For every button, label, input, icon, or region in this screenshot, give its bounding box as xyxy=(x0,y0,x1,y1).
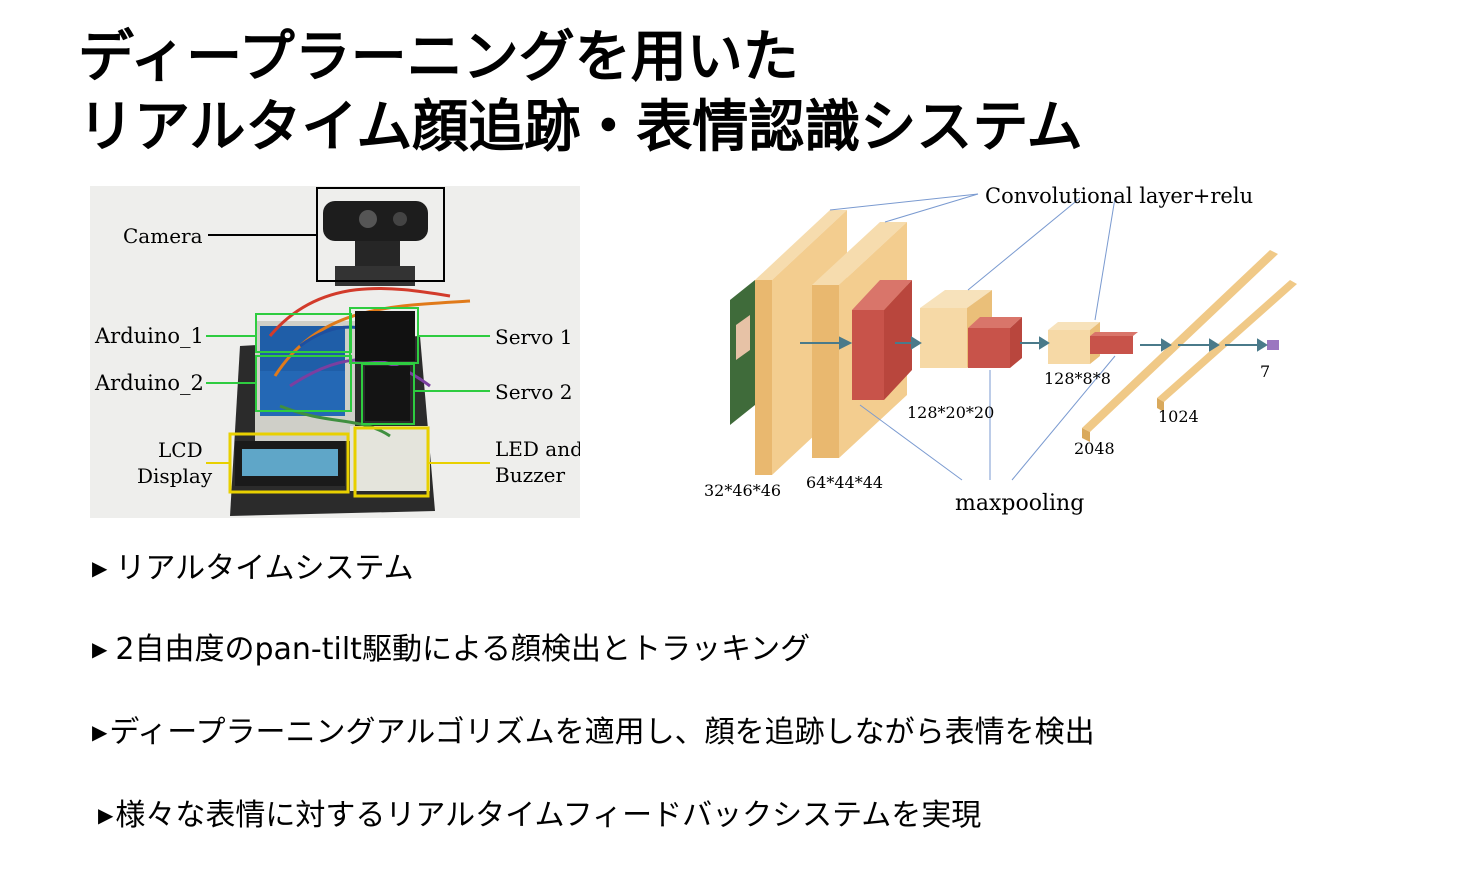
bullet-marker-icon: ▶ xyxy=(92,720,108,744)
fc-layer-1024 xyxy=(1157,280,1297,402)
label-servo2: Servo 2 xyxy=(495,380,573,404)
bullet-marker-icon: ▶ xyxy=(92,637,108,661)
dim-label-7: 7 xyxy=(1260,362,1270,381)
bullet-text-4: 様々な表情に対するリアルタイムフィードバックシステムを実現 xyxy=(115,798,982,833)
conv-block-3 xyxy=(920,308,967,368)
label-servo1: Servo 1 xyxy=(495,325,573,349)
dim-label-2: 64*44*44 xyxy=(806,473,883,492)
servo2-box xyxy=(361,363,415,425)
bullet-item-2: ▶ 2自由度のpan-tilt駆動による顔検出とトラッキング xyxy=(92,631,810,668)
bullet-item-4: ▶様々な表情に対するリアルタイムフィードバックシステムを実現 xyxy=(98,797,981,834)
label-camera: Camera xyxy=(123,224,203,248)
slide-title-line-2: リアルタイム顔追跡・表情認識システム xyxy=(78,95,1083,160)
label-arduino1: Arduino_1 xyxy=(94,324,204,348)
dim-label-3: 128*20*20 xyxy=(907,403,994,422)
servo-1 xyxy=(355,311,415,361)
conv-block-4 xyxy=(1048,330,1090,364)
conv-layer-label: Convolutional layer+relu xyxy=(985,184,1253,208)
slide-title-line-1: ディープラーニングを用いた xyxy=(78,25,799,90)
bullet-item-3: ▶ディープラーニングアルゴリズムを適用し、顔を追跡しながら表情を検出 xyxy=(92,714,1095,751)
label-lcd-line1: LCD xyxy=(158,438,203,462)
pool-block-3 xyxy=(1090,336,1133,354)
arduino-board-1 xyxy=(260,326,345,371)
bullet-text-1: リアルタイムシステム xyxy=(115,551,414,586)
dim-label-6: 1024 xyxy=(1158,407,1199,426)
label-arduino2: Arduino_2 xyxy=(94,371,204,395)
output-node xyxy=(1267,340,1279,350)
dim-label-4: 128*8*8 xyxy=(1044,369,1111,388)
maxpooling-label: maxpooling xyxy=(955,491,1084,516)
hardware-photo: Camera Arduino_1 Arduino_2 LCD Display S… xyxy=(90,186,580,518)
bullet-item-1: ▶ リアルタイムシステム xyxy=(92,550,414,587)
pool-block-1 xyxy=(852,310,884,400)
bullet-marker-icon: ▶ xyxy=(98,803,114,827)
pool-block-2 xyxy=(968,328,1010,368)
dim-label-5: 2048 xyxy=(1074,439,1115,458)
dim-label-1: 32*46*46 xyxy=(704,481,781,500)
label-led-line2: Buzzer xyxy=(495,463,565,487)
cnn-architecture-diagram: Convolutional layer+relu maxpooling 32*4… xyxy=(704,184,1297,516)
label-lcd-line2: Display xyxy=(137,464,213,488)
servo-2 xyxy=(365,366,410,421)
fc-layer-2048 xyxy=(1082,250,1278,432)
bullet-text-2: 2自由度のpan-tilt駆動による顔検出とトラッキング xyxy=(115,632,811,667)
label-led-line1: LED and xyxy=(495,437,580,461)
bullet-text-3: ディープラーニングアルゴリズムを適用し、顔を追跡しながら表情を検出 xyxy=(109,715,1095,750)
bullet-marker-icon: ▶ xyxy=(92,556,108,580)
